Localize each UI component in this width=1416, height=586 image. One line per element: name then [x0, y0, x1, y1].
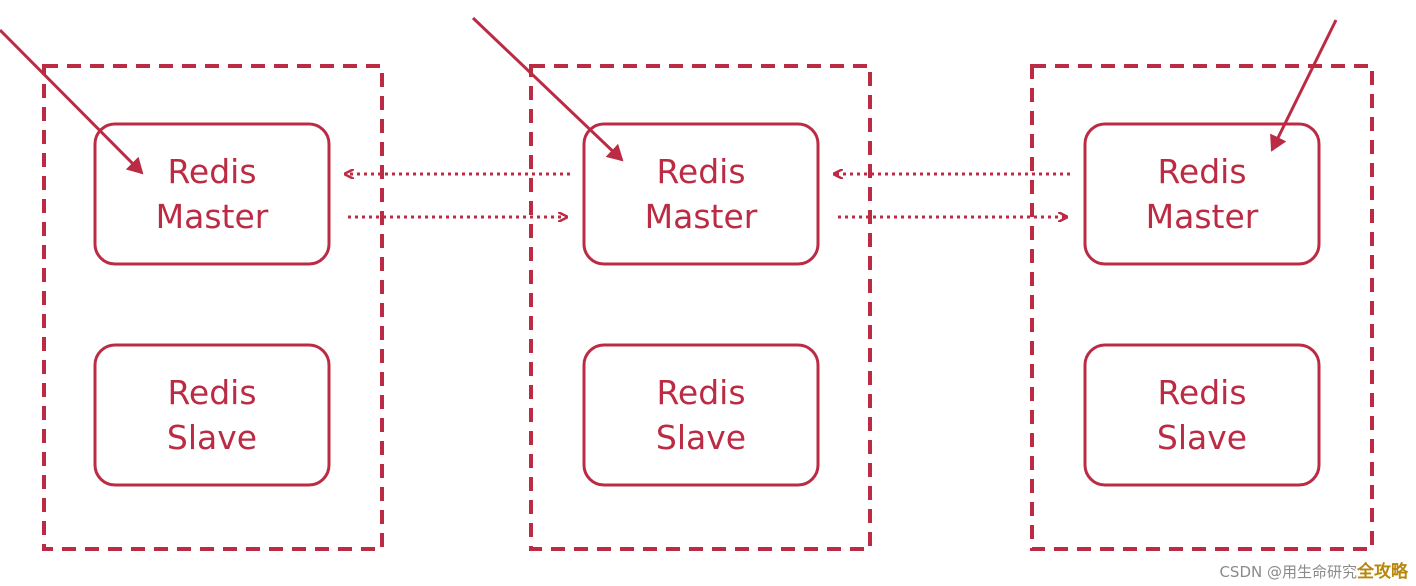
watermark-prefix: CSDN @用生命研究: [1219, 563, 1357, 581]
group-1-master-label-line2: Master: [156, 197, 269, 236]
group-3: Redis Master Redis Slave: [1030, 64, 1374, 551]
group-2-slave-label-line1: Redis: [656, 373, 745, 412]
group-3-slave-label-line2: Slave: [1157, 418, 1247, 457]
group-1-frame: [42, 64, 384, 551]
group-2: Redis Master Redis Slave: [529, 64, 872, 551]
client-arrow-to-master3: [1270, 19, 1338, 152]
group-2-slave-node: Redis Slave: [582, 343, 820, 487]
group-1-slave-label-line2: Slave: [167, 418, 257, 457]
group-2-master-box: [582, 122, 820, 266]
group-3-master-box: [1083, 122, 1321, 266]
group-1-master-label-line1: Redis: [167, 152, 256, 191]
group-1: Redis Master Redis Slave: [42, 64, 384, 551]
group-1-master-box: [93, 122, 331, 266]
client-arrow-to-master2: [471, 16, 624, 162]
group-1-slave-node: Redis Slave: [93, 343, 331, 487]
group-2-frame: [529, 64, 872, 551]
group-3-master-label-line1: Redis: [1157, 152, 1246, 191]
group-3-master-label-line2: Master: [1146, 197, 1259, 236]
group-3-frame: [1030, 64, 1374, 551]
group-2-master-label-line1: Redis: [656, 152, 745, 191]
group-2-master-label-line2: Master: [645, 197, 758, 236]
group-1-slave-label-line1: Redis: [167, 373, 256, 412]
group-2-slave-box: [582, 343, 820, 487]
group-2-slave-label-line2: Slave: [656, 418, 746, 457]
group-3-slave-label-line1: Redis: [1157, 373, 1246, 412]
client-arrow-to-master1: [0, 28, 144, 175]
group-1-slave-box: [93, 343, 331, 487]
group-1-master-node: Redis Master: [93, 122, 331, 266]
group-2-master-node: Redis Master: [582, 122, 820, 266]
watermark-suffix: 全攻略: [1357, 562, 1408, 582]
csdn-watermark: CSDN @用生命研究全攻略: [1219, 557, 1408, 582]
group-3-slave-node: Redis Slave: [1083, 343, 1321, 487]
group-3-slave-box: [1083, 343, 1321, 487]
group-3-master-node: Redis Master: [1083, 122, 1321, 266]
